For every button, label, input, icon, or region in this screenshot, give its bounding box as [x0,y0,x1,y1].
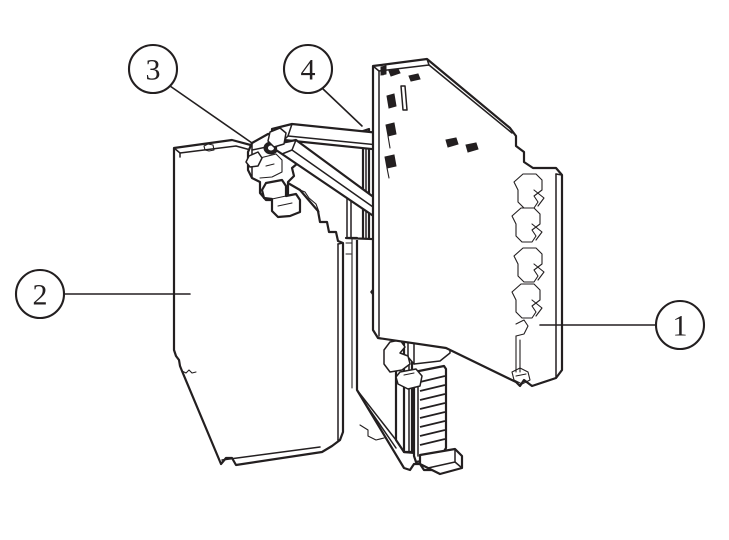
part-left-housing-cover [172,138,345,467]
callout-1[interactable]: 1 [654,299,706,351]
callout-4-circle[interactable] [282,43,334,95]
callout-2[interactable]: 2 [14,268,66,320]
callout-leader-lines [64,85,656,326]
callout-3[interactable]: 3 [127,43,179,95]
callout-4[interactable]: 4 [282,43,334,95]
vent-fin-hatching [419,375,446,446]
part-right-housing-cover [371,57,564,388]
callout-1-label: 1 [673,310,688,343]
callout-2-circle[interactable] [14,268,66,320]
callout-1-circle[interactable] [654,299,706,351]
callout-4-label: 4 [301,54,316,87]
leader-line-4 [321,87,363,127]
cover-inner-clip-ribs [511,173,545,373]
callout-3-circle[interactable] [127,43,179,95]
leader-line-3 [169,85,253,144]
cover-molded-slots [380,65,479,179]
callout-2-label: 2 [33,279,48,312]
callout-3-label: 3 [146,54,161,87]
